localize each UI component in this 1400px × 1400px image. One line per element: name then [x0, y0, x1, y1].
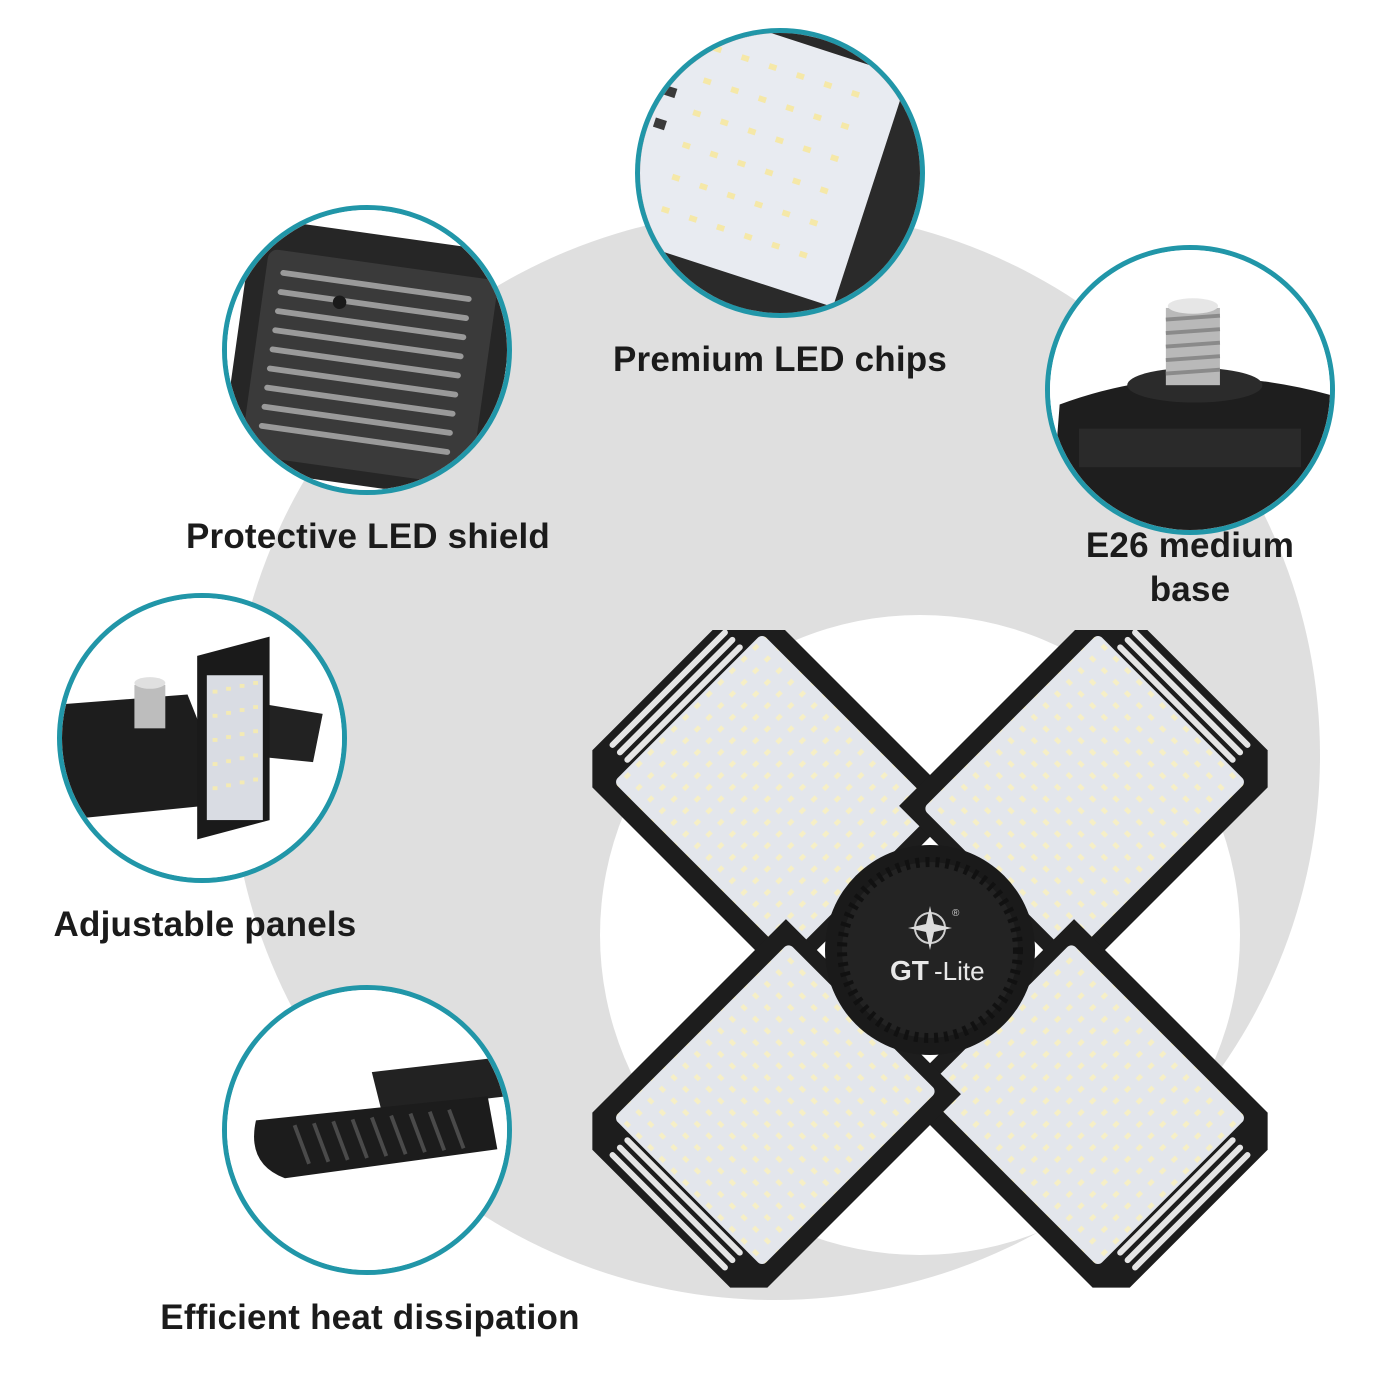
registered-mark: ®	[952, 908, 960, 919]
feature-label-e26-line2: base	[1149, 570, 1231, 609]
feature-label-led-chips: Premium LED chips	[612, 340, 948, 379]
vented-shield-icon	[222, 205, 512, 495]
four-panel-led-lamp: GT -Lite ®	[573, 593, 1287, 1310]
compass-rose-icon	[908, 906, 952, 950]
feature-label-heat: Efficient heat dissipation	[160, 1298, 580, 1337]
feature-label-adjustable: Adjustable panels	[53, 905, 357, 944]
heatsink-fins-icon	[222, 985, 512, 1275]
feature-label-led-shield: Protective LED shield	[185, 517, 551, 556]
led-chip-closeup-icon	[635, 28, 925, 318]
e26-screw-base-icon	[1045, 245, 1335, 535]
brand-light: -Lite	[934, 956, 985, 986]
feature-label-e26-base: E26 medium base	[1040, 524, 1340, 612]
feature-label-e26-line1: E26 medium	[1085, 526, 1295, 565]
brand-bold: GT	[890, 955, 929, 986]
folding-panel-icon	[57, 593, 347, 883]
